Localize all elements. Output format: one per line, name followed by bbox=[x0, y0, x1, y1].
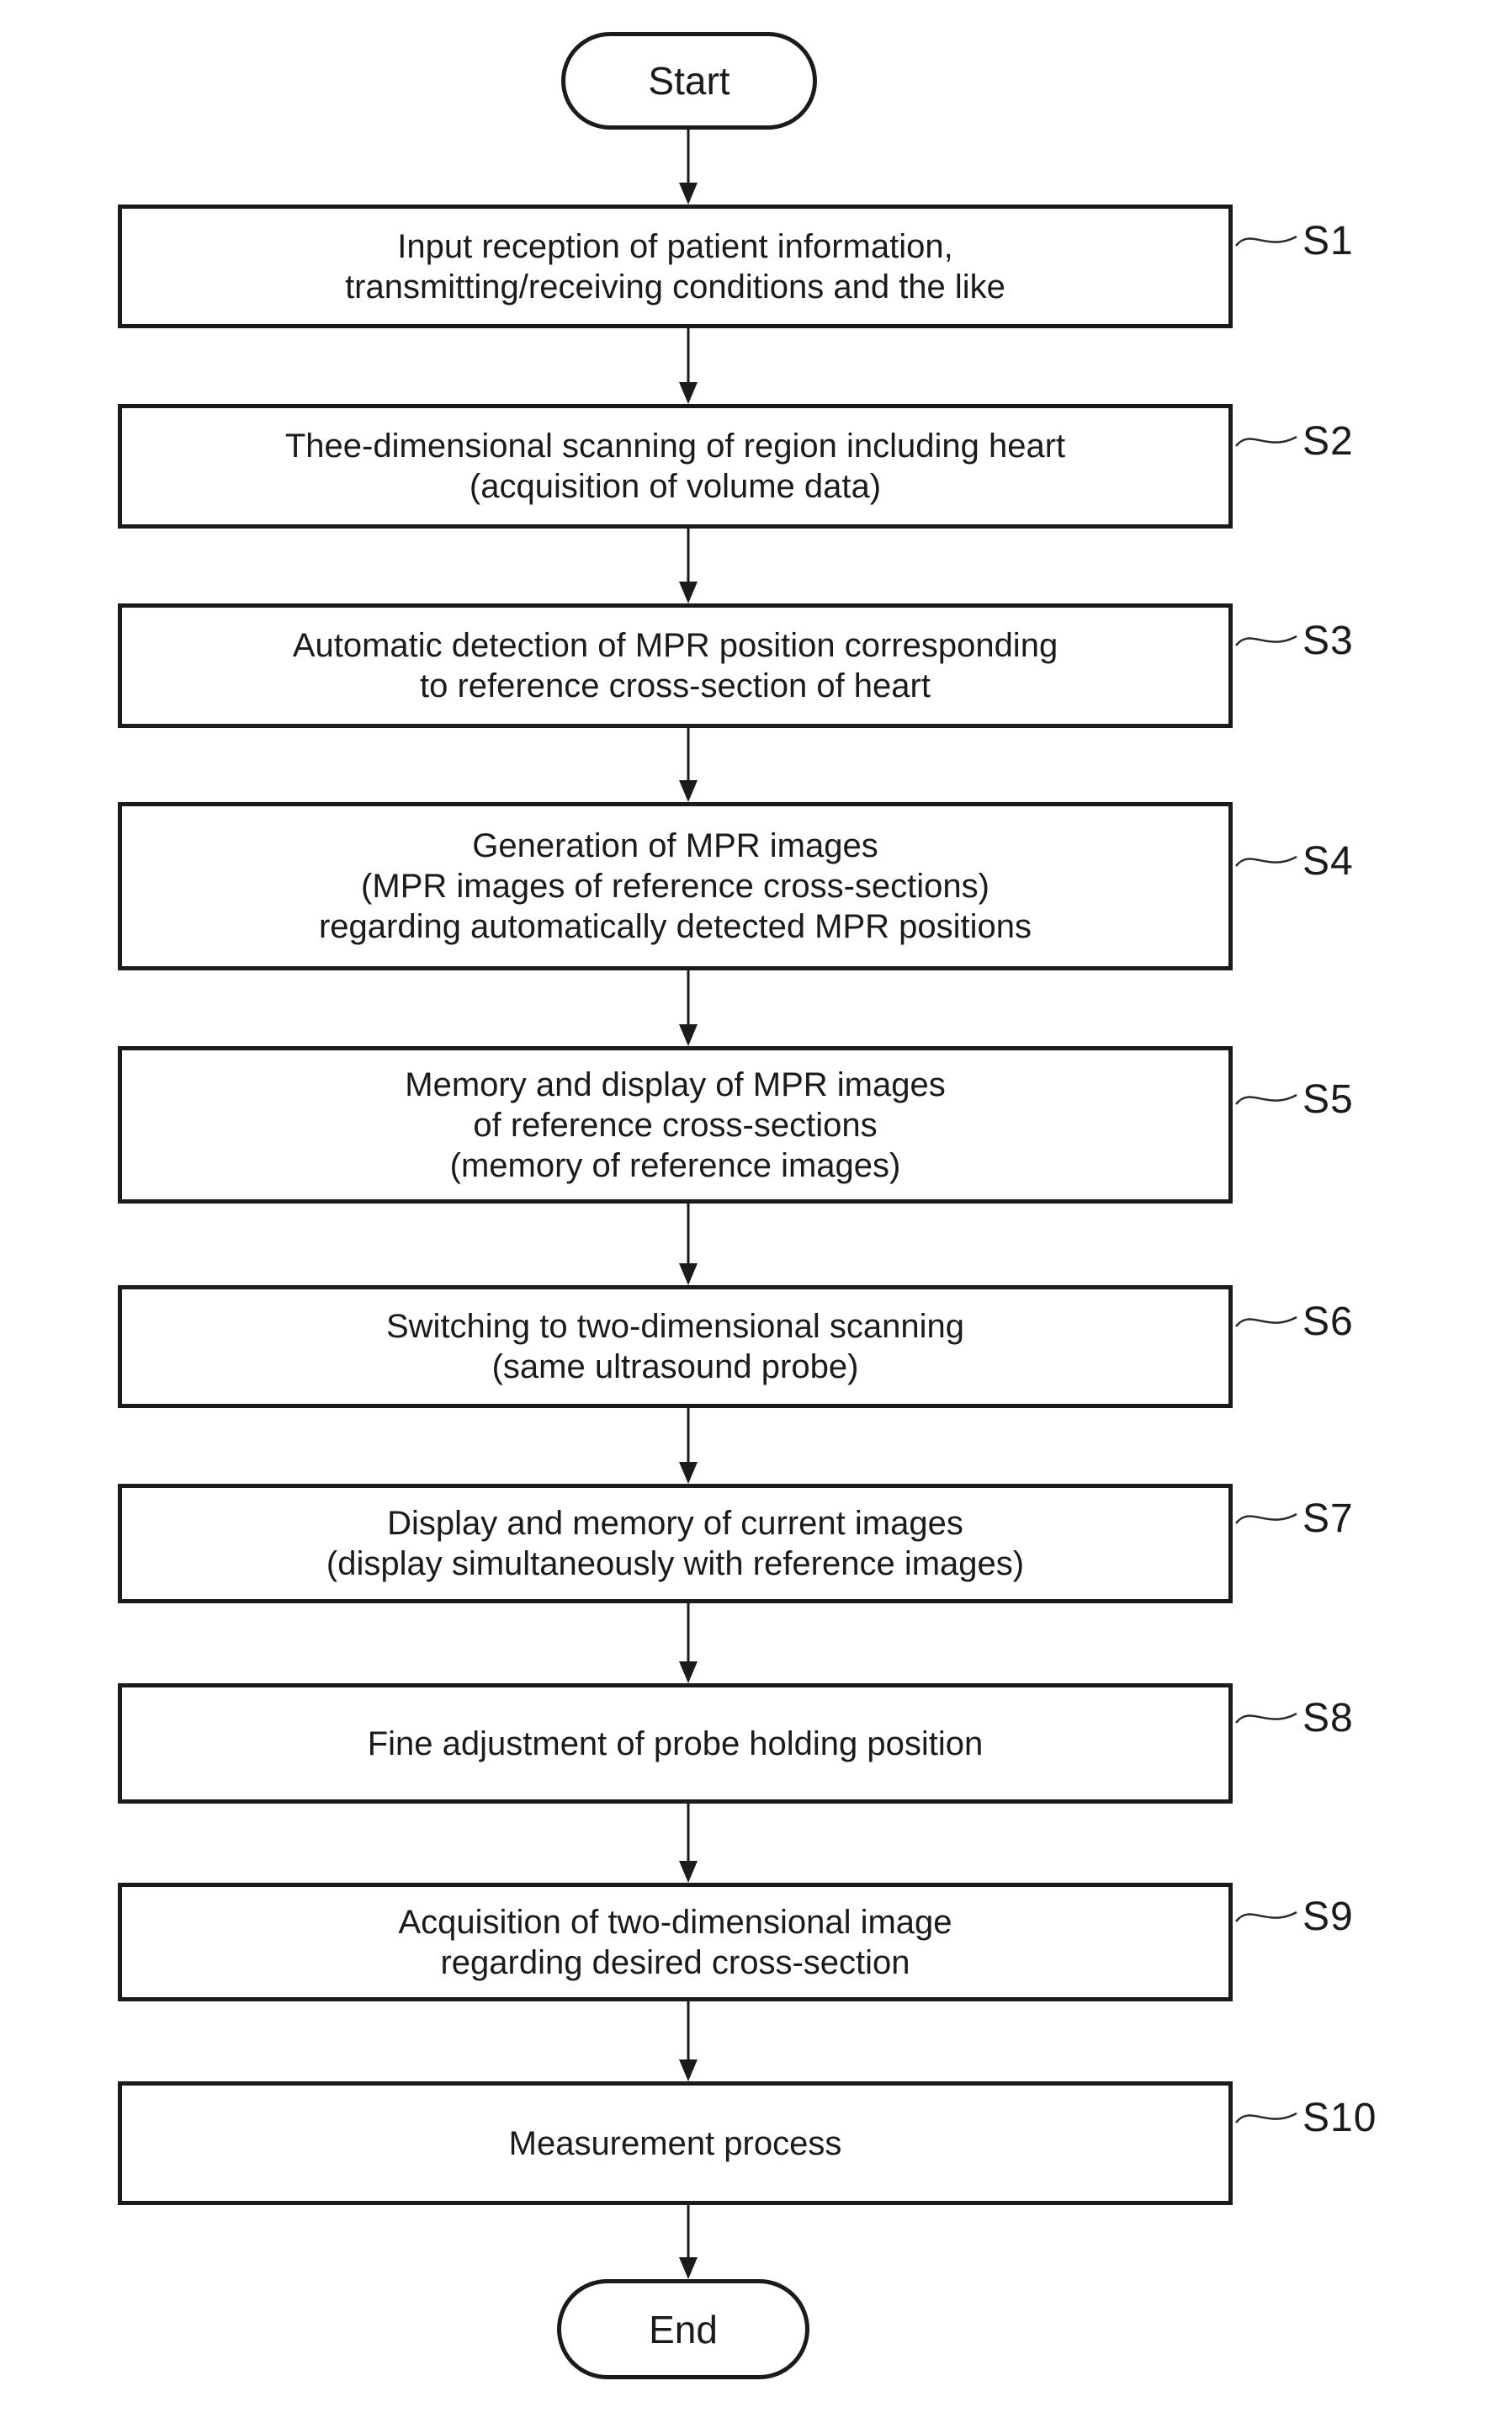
box-text-line: (same ultrasound probe) bbox=[491, 1348, 859, 1385]
step-label-s2: S2 bbox=[1233, 416, 1354, 466]
step-id-text: S5 bbox=[1302, 1076, 1354, 1122]
arrow-head-icon bbox=[679, 382, 698, 404]
arrow-shaft bbox=[687, 970, 690, 1028]
arrow-shaft bbox=[687, 130, 690, 186]
arrow-head-icon bbox=[679, 2257, 698, 2279]
arrow-shaft bbox=[687, 1603, 690, 1665]
box-text-line: (display simultaneously with reference i… bbox=[326, 1545, 1025, 1582]
box-text-line: Display and memory of current images bbox=[387, 1505, 963, 1542]
flow-arrow bbox=[676, 2205, 701, 2279]
process-box-s8: Fine adjustment of probe holding positio… bbox=[118, 1683, 1233, 1804]
arrow-head-icon bbox=[679, 2059, 698, 2081]
step-label-s1: S1 bbox=[1233, 215, 1354, 266]
end-terminal-label: End bbox=[649, 2307, 718, 2352]
box-text-line: (acquisition of volume data) bbox=[469, 468, 882, 505]
step-id-text: S7 bbox=[1302, 1496, 1354, 1541]
arrow-head-icon bbox=[679, 1861, 698, 1883]
arrow-shaft bbox=[687, 2001, 690, 2063]
flow-arrow bbox=[676, 2001, 701, 2081]
box-text-line: Thee-dimensional scanning of region incl… bbox=[284, 428, 1066, 465]
arrow-head-icon bbox=[679, 780, 698, 802]
process-box-s2: Thee-dimensional scanning of region incl… bbox=[118, 404, 1233, 529]
flow-arrow bbox=[676, 130, 701, 205]
box-text-line: Memory and display of MPR images bbox=[405, 1066, 946, 1103]
box-text-line: regarding automatically detected MPR pos… bbox=[318, 908, 1032, 945]
tilde-connector-icon bbox=[1235, 2112, 1297, 2123]
flow-arrow bbox=[676, 1603, 701, 1683]
step-label-s4: S4 bbox=[1233, 836, 1354, 886]
box-text-line: (MPR images of reference cross-sections) bbox=[361, 868, 989, 905]
process-box-s4: Generation of MPR images (MPR images of … bbox=[118, 802, 1233, 970]
tilde-connector-icon bbox=[1235, 635, 1297, 646]
box-text-line: transmitting/receiving conditions and th… bbox=[345, 268, 1005, 306]
box-text-line: Fine adjustment of probe holding positio… bbox=[367, 1724, 984, 1762]
step-id-text: S1 bbox=[1302, 218, 1354, 263]
step-id-text: S6 bbox=[1302, 1299, 1354, 1344]
process-box-s7: Display and memory of current images (di… bbox=[118, 1484, 1233, 1603]
arrow-head-icon bbox=[679, 1462, 698, 1484]
tilde-connector-icon bbox=[1235, 1512, 1297, 1524]
step-id-text: S4 bbox=[1302, 838, 1354, 884]
flow-arrow bbox=[676, 529, 701, 603]
tilde-connector-icon bbox=[1235, 435, 1297, 447]
box-text-line: Input reception of patient information, bbox=[397, 227, 953, 265]
step-label-s9: S9 bbox=[1233, 1891, 1354, 1942]
arrow-shaft bbox=[687, 1408, 690, 1465]
step-id-text: S9 bbox=[1302, 1894, 1354, 1939]
arrow-shaft bbox=[687, 1204, 690, 1267]
step-id-text: S2 bbox=[1302, 418, 1354, 464]
process-box-s6: Switching to two-dimensional scanning (s… bbox=[118, 1285, 1233, 1408]
arrow-head-icon bbox=[679, 183, 698, 205]
flow-arrow bbox=[676, 328, 701, 404]
process-box-s5: Memory and display of MPR images of refe… bbox=[118, 1046, 1233, 1204]
tilde-connector-icon bbox=[1235, 1712, 1297, 1724]
step-label-s7: S7 bbox=[1233, 1493, 1354, 1544]
process-box-s1: Input reception of patient information, … bbox=[118, 205, 1233, 328]
box-text-line: regarding desired cross-section bbox=[440, 1943, 910, 1981]
arrow-shaft bbox=[687, 1804, 690, 1864]
start-terminal: Start bbox=[561, 32, 817, 130]
start-terminal-label: Start bbox=[648, 59, 730, 103]
arrow-head-icon bbox=[679, 582, 698, 603]
box-text-line: Generation of MPR images bbox=[472, 827, 878, 864]
arrow-head-icon bbox=[679, 1024, 698, 1046]
arrow-shaft bbox=[687, 328, 690, 385]
step-id-text: S3 bbox=[1302, 618, 1354, 663]
tilde-connector-icon bbox=[1235, 1315, 1297, 1327]
process-box-s3: Automatic detection of MPR position corr… bbox=[118, 603, 1233, 728]
end-terminal: End bbox=[557, 2279, 809, 2379]
process-box-s9: Acquisition of two-dimensional image reg… bbox=[118, 1883, 1233, 2001]
arrow-head-icon bbox=[679, 1263, 698, 1285]
box-text-line: Automatic detection of MPR position corr… bbox=[292, 627, 1058, 664]
step-label-s10: S10 bbox=[1233, 2092, 1377, 2143]
flow-arrow bbox=[676, 1804, 701, 1883]
box-text-line: to reference cross-section of heart bbox=[420, 667, 931, 704]
tilde-connector-icon bbox=[1235, 1910, 1297, 1922]
flow-arrow bbox=[676, 1204, 701, 1285]
box-text-line: Acquisition of two-dimensional image bbox=[398, 1903, 952, 1941]
step-label-s8: S8 bbox=[1233, 1693, 1354, 1743]
arrow-shaft bbox=[687, 728, 690, 784]
flow-arrow bbox=[676, 970, 701, 1046]
process-box-s10: Measurement process bbox=[118, 2081, 1233, 2205]
step-label-s5: S5 bbox=[1233, 1074, 1354, 1124]
box-text-line: (memory of reference images) bbox=[449, 1146, 901, 1184]
tilde-connector-icon bbox=[1235, 1093, 1297, 1105]
step-id-text: S10 bbox=[1302, 2095, 1377, 2140]
flow-arrow bbox=[676, 728, 701, 802]
tilde-connector-icon bbox=[1235, 235, 1297, 247]
box-text-line: of reference cross-sections bbox=[473, 1106, 878, 1144]
tilde-connector-icon bbox=[1235, 855, 1297, 867]
arrow-head-icon bbox=[679, 1661, 698, 1683]
step-label-s6: S6 bbox=[1233, 1296, 1354, 1347]
step-id-text: S8 bbox=[1302, 1695, 1354, 1740]
flow-arrow bbox=[676, 1408, 701, 1484]
box-text-line: Switching to two-dimensional scanning bbox=[385, 1308, 965, 1345]
arrow-shaft bbox=[687, 529, 690, 585]
step-label-s3: S3 bbox=[1233, 615, 1354, 666]
arrow-shaft bbox=[687, 2205, 690, 2261]
box-text-line: Measurement process bbox=[508, 2124, 842, 2162]
